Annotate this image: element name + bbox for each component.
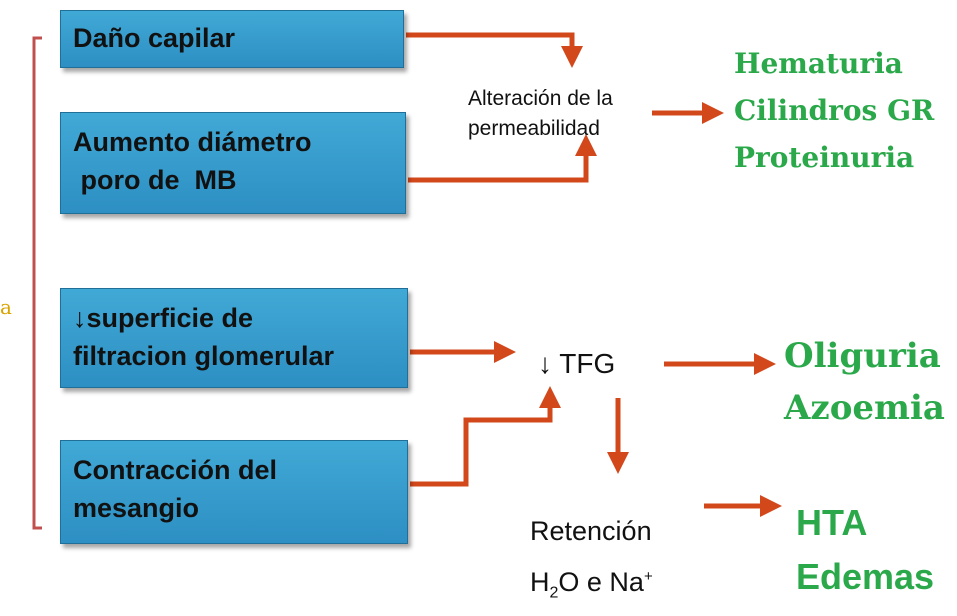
box-superficie-filtracion: ↓superficie de filtracion glomerular (60, 288, 408, 388)
box-contraccion-line-2: mesangio (73, 493, 200, 523)
retencion-rest: O e Na (558, 567, 644, 597)
side-label: a (0, 295, 12, 319)
retencion-subscript: 2 (549, 584, 559, 602)
retencion-line-2: H2O e Na+ (530, 554, 653, 616)
box-contraccion-line-1: Contracción del (73, 455, 278, 485)
box-superficie-line-2: filtracion glomerular (73, 341, 335, 371)
retencion-line-1: Retención (530, 516, 652, 546)
outcome-azoemia: Azoemia (784, 388, 945, 428)
outcome-edemas: Edemas (796, 556, 935, 597)
box-aumento-line-2: poro de MB (73, 165, 237, 195)
box-aumento-diametro: Aumento diámetro poro de MB (60, 112, 406, 214)
box-superficie-line-1: ↓superficie de (73, 303, 254, 333)
retencion-label: Retención H2O e Na+ (530, 508, 653, 616)
alteracion-permeabilidad: Alteración de la permeabilidad (468, 84, 613, 144)
alteracion-line-2: permeabilidad (468, 117, 600, 140)
outcome-oliguria: Oliguria (784, 336, 941, 376)
outcome-proteinuria: Proteinuria (734, 141, 915, 174)
alteracion-line-1: Alteración de la (468, 87, 613, 110)
outcomes-retencion: HTA Edemas (796, 496, 934, 604)
arrow-dano-to-alteracion (406, 32, 583, 68)
tfg-label: ↓ TFG (538, 348, 616, 379)
outcomes-permeabilidad: Hematuria Cilindros GR Proteinuria (734, 40, 934, 181)
box-dano-capilar: Daño capilar (60, 10, 404, 68)
outcome-hematuria: Hematuria (734, 47, 903, 80)
box-aumento-line-1: Aumento diámetro (73, 127, 312, 157)
arrow-contraccion-to-tfg (410, 386, 561, 487)
box-contraccion-mesangio: Contracción del mesangio (60, 440, 408, 544)
outcome-cilindros: Cilindros GR (734, 94, 935, 127)
left-bracket (32, 36, 42, 530)
arrow-aumento-to-alteracion (408, 134, 597, 183)
retencion-h: H (530, 567, 550, 597)
box-dano-capilar-line-1: Daño capilar (73, 23, 236, 53)
outcomes-tfg: Oliguria Azoemia (784, 330, 945, 434)
retencion-superscript: + (643, 568, 653, 585)
outcome-hta: HTA (796, 502, 868, 543)
